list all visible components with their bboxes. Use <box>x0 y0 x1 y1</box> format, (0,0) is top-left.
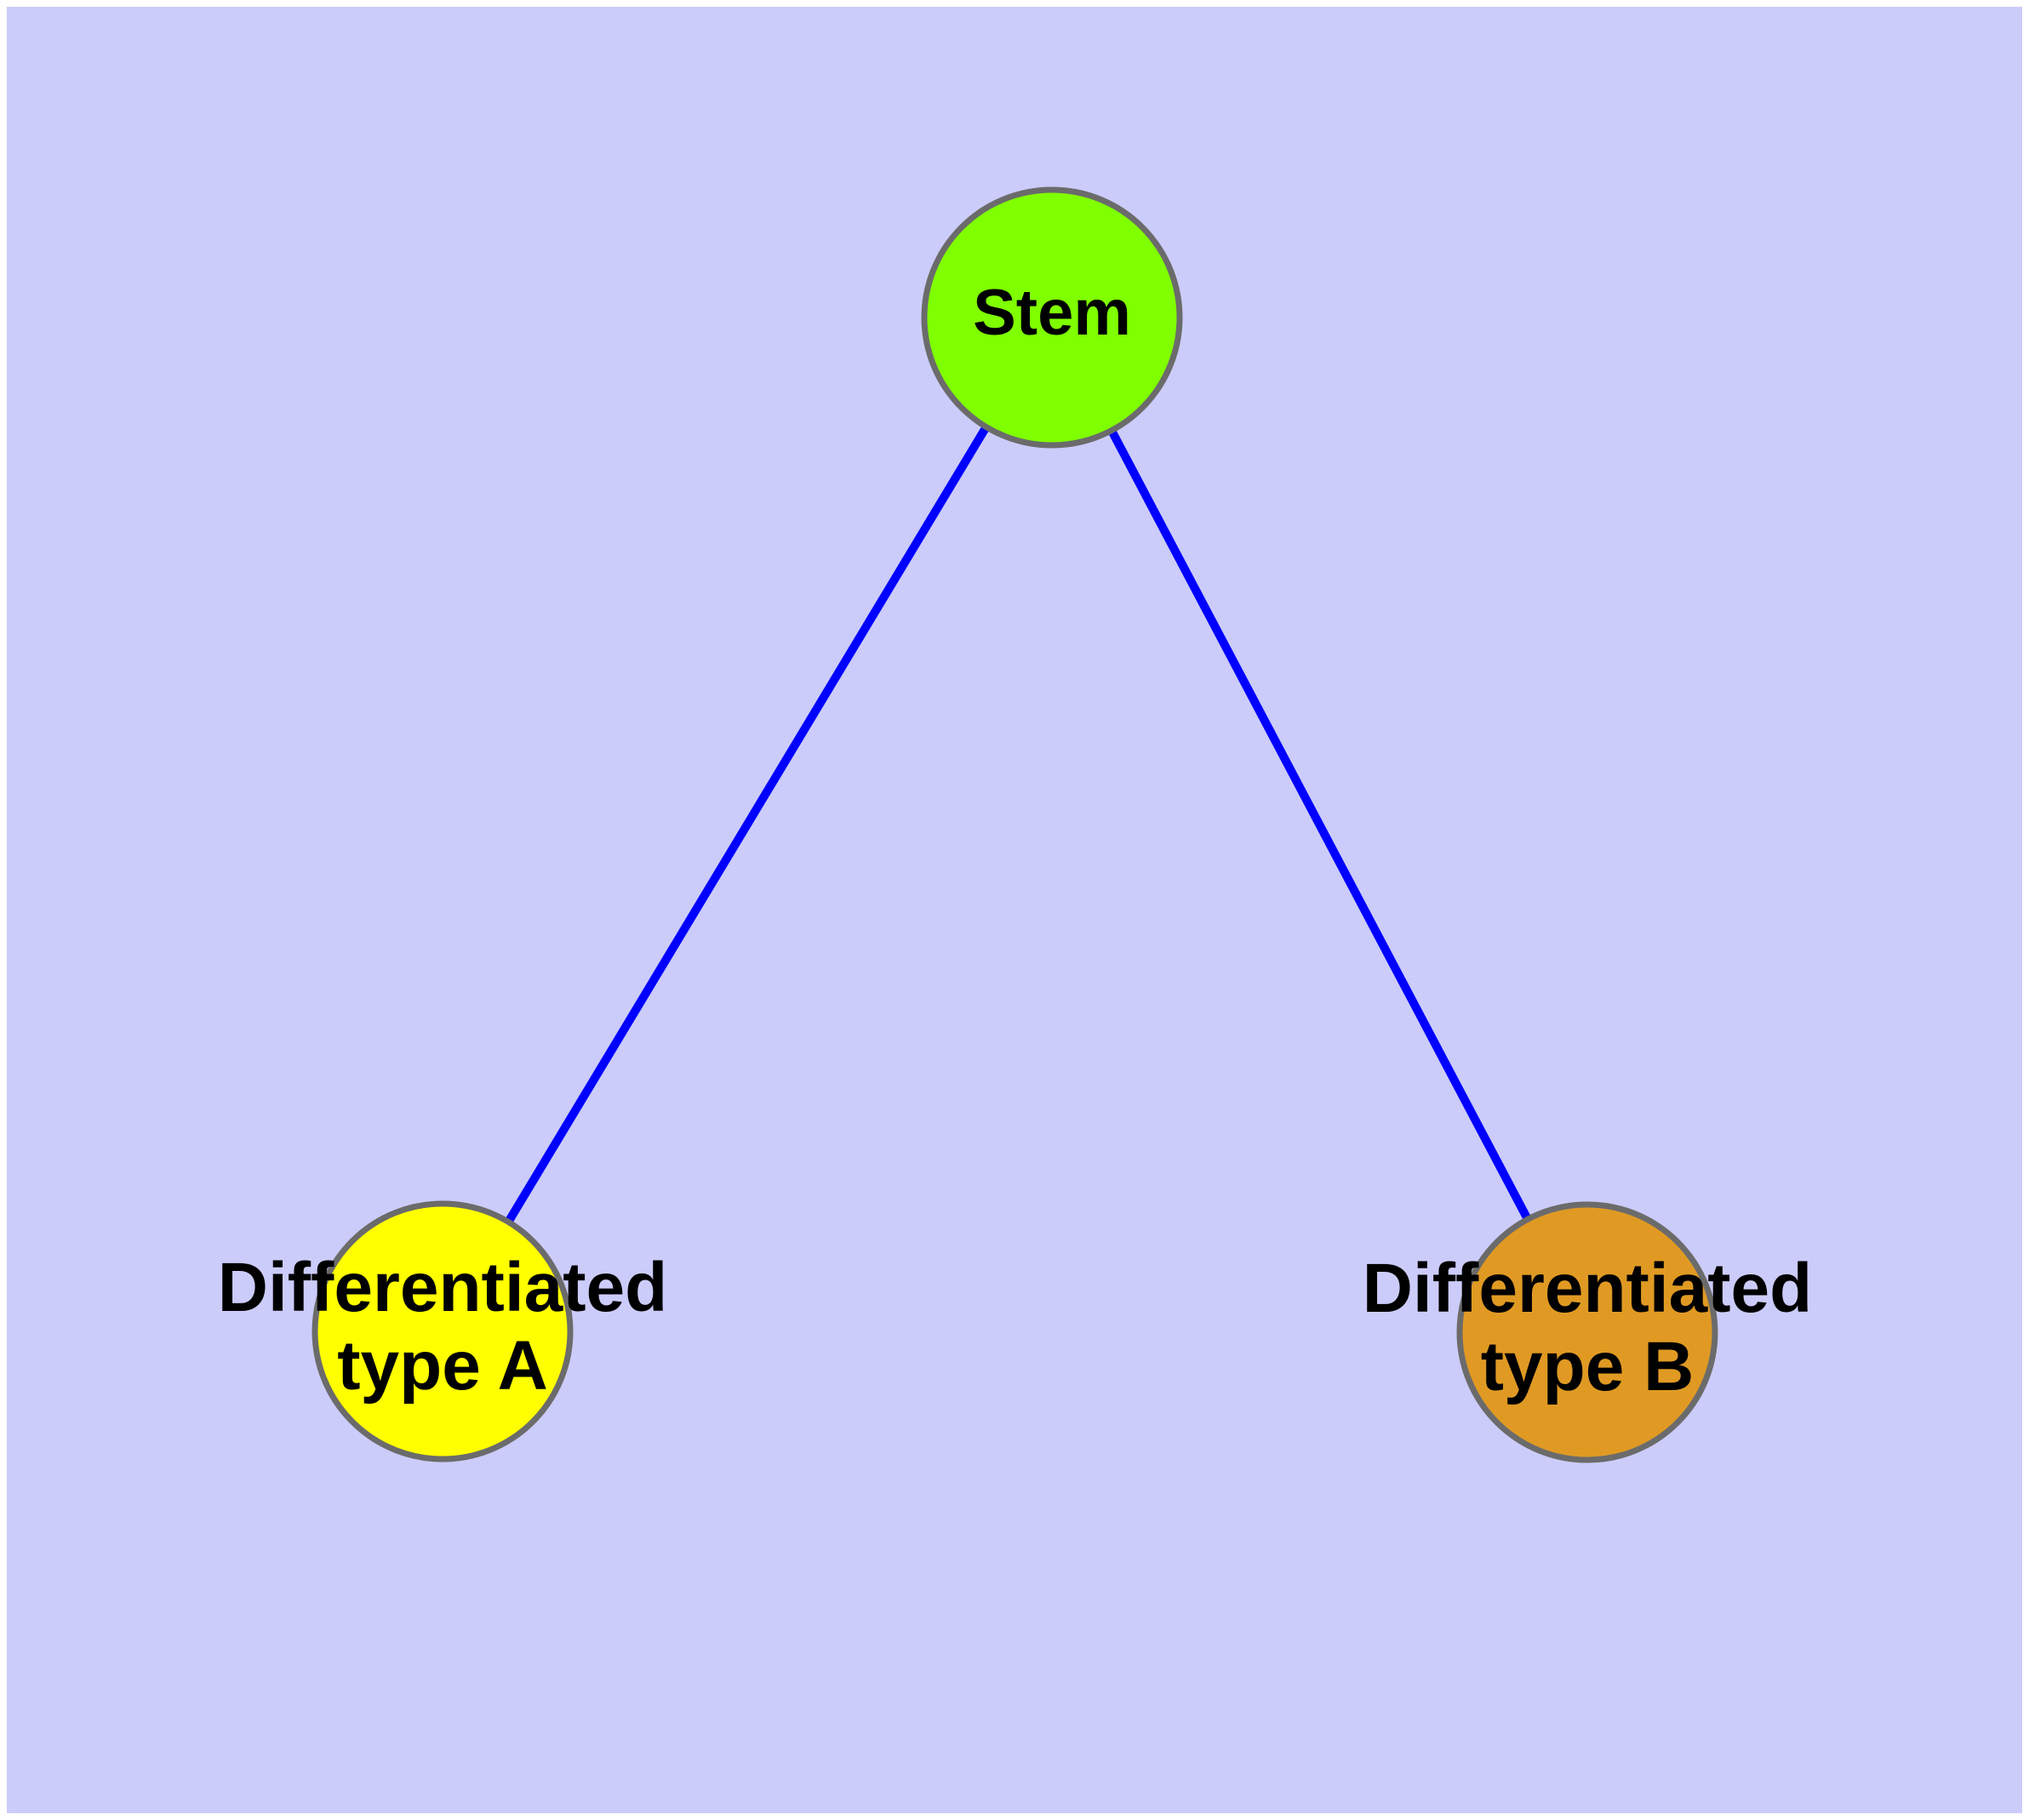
node-layer <box>311 186 1718 1463</box>
label-line: type A <box>337 1327 548 1405</box>
label-line: Differentiated <box>218 1249 668 1326</box>
edge-stem-to-differentiated-type-a[interactable] <box>506 426 989 1223</box>
edge-stem-to-differentiated-type-b[interactable] <box>1108 430 1531 1220</box>
label-line: Differentiated <box>1363 1250 1813 1327</box>
node-differentiated-type-b-circle[interactable] <box>1456 1201 1718 1463</box>
label-line: Stem <box>973 277 1131 349</box>
label-line: type B <box>1481 1328 1695 1405</box>
edge-layer <box>506 426 1531 1223</box>
node-stem-label: Stem <box>973 277 1131 349</box>
node-differentiated-type-a-circle[interactable] <box>311 1200 574 1462</box>
node-stem-circle[interactable] <box>921 186 1183 449</box>
